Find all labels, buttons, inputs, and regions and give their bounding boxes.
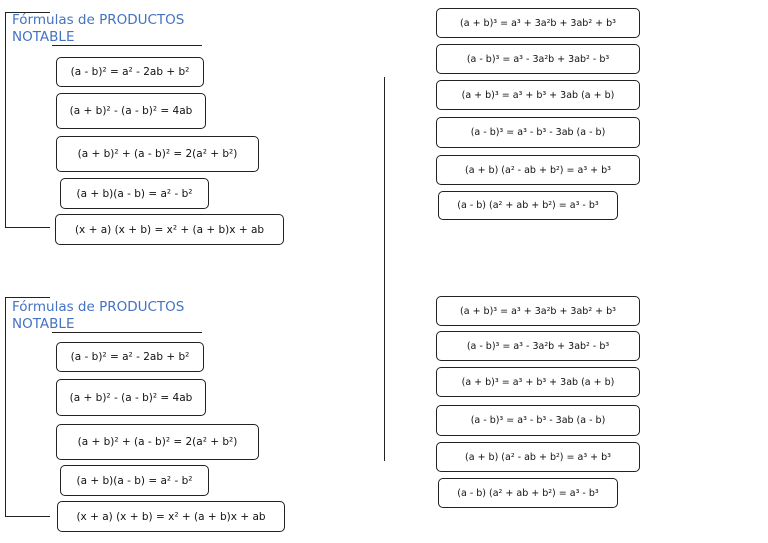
formula-box: (a - b)³ = a³ - b³ - 3ab (a - b) [436,405,640,436]
formula-box: (a + b)² - (a - b)² = 4ab [56,93,206,129]
formula-box: (a - b)³ = a³ - b³ - 3ab (a - b) [436,117,640,148]
title-underline [52,332,202,333]
formula-box: (a + b)³ = a³ + b³ + 3ab (a + b) [436,80,640,110]
title-underline [52,45,202,46]
formula-box: (a + b)³ = a³ + 3a²b + 3ab² + b³ [436,296,640,326]
page-title-top-line2: NOTABLE [12,29,75,45]
formula-box: (a + b)² - (a - b)² = 4ab [56,379,206,416]
formula-box: (a - b) (a² + ab + b²) = a³ - b³ [438,191,618,220]
formula-box: (a + b)³ = a³ + 3a²b + 3ab² + b³ [436,8,640,38]
formula-box: (a - b) (a² + ab + b²) = a³ - b³ [438,478,618,508]
page-title-top-line1: Fórmulas de PRODUCTOS [12,12,185,28]
page-title-bottom-line2: NOTABLE [12,316,75,332]
formula-box: (a + b)² + (a - b)² = 2(a² + b²) [56,424,259,460]
formula-box: (a - b)³ = a³ - 3a²b + 3ab² - b³ [436,331,640,361]
formula-box: (a + b)(a - b) = a² - b² [60,178,209,209]
formula-box: (a + b) (a² - ab + b²) = a³ + b³ [436,442,640,472]
bracket-frame [5,12,50,228]
formula-box: (a + b) (a² - ab + b²) = a³ + b³ [436,155,640,185]
page-title-bottom-line1: Fórmulas de PRODUCTOS [12,299,185,315]
formula-box: (x + a) (x + b) = x² + (a + b)x + ab [55,214,284,245]
formula-box: (a - b)² = a² - 2ab + b² [56,57,204,87]
formula-box: (a - b)² = a² - 2ab + b² [56,342,204,372]
formula-box: (a + b)³ = a³ + b³ + 3ab (a + b) [436,367,640,397]
divider-line [384,77,385,461]
formula-box: (a + b)(a - b) = a² - b² [60,465,209,496]
formula-box: (a + b)² + (a - b)² = 2(a² + b²) [56,136,259,172]
formula-box: (x + a) (x + b) = x² + (a + b)x + ab [57,501,285,532]
bracket-frame [5,297,50,517]
formula-box: (a - b)³ = a³ - 3a²b + 3ab² - b³ [436,44,640,74]
